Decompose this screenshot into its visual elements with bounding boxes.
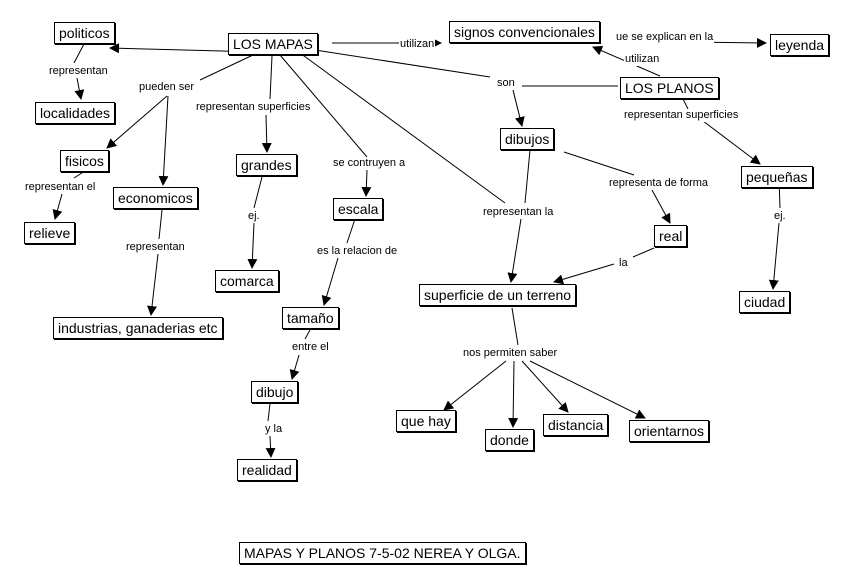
link-label-entre-el: entre el <box>291 341 330 354</box>
node-superficie-terreno: superficie de un terreno <box>419 284 577 306</box>
connector-line <box>632 247 655 258</box>
connector-arrow <box>52 193 63 220</box>
connector-arrow <box>443 360 507 411</box>
link-label-se-contruyen: se contruyen a <box>332 157 407 170</box>
link-label-representan-superficies-mapas: representan superficies <box>195 101 312 114</box>
node-distancia: distancia <box>543 414 609 436</box>
node-industrias: industrias, ganaderias etc <box>53 317 223 339</box>
node-leyenda: leyenda <box>770 34 830 56</box>
node-los-planos: LOS PLANOS <box>620 77 719 99</box>
link-label-representan-economicos: representan <box>125 241 186 254</box>
connector-line <box>269 55 273 100</box>
link-label-ej-grandes: ej. <box>247 210 261 223</box>
connector-line <box>524 149 531 204</box>
node-localidades: localidades <box>35 102 116 124</box>
node-signos-convencionales: signos convencionales <box>449 21 600 43</box>
node-comarca: comarca <box>215 270 279 292</box>
link-label-representa-de-forma: representa de forma <box>608 177 710 190</box>
node-dibujos: dibujos <box>500 128 555 150</box>
connector-line <box>199 54 254 81</box>
node-realidad: realidad <box>237 459 297 481</box>
node-economicos: economicos <box>113 187 198 209</box>
connector-arrow <box>158 95 169 186</box>
connector-arrow <box>289 354 300 380</box>
connector-line <box>253 176 263 209</box>
connector-arrow <box>261 114 272 153</box>
connector-arrow <box>512 89 525 127</box>
connector-arrow <box>508 360 519 428</box>
connector-line <box>73 170 86 179</box>
link-label-representan-la: representan la <box>482 206 555 219</box>
link-label-la: la <box>618 257 629 270</box>
connector-arrow <box>651 189 671 224</box>
link-label-representan-superficies-planos: representan superficies <box>623 109 740 122</box>
link-label-pueden-ser: pueden ser <box>138 81 196 94</box>
connector-line <box>267 403 271 422</box>
node-escala: escala <box>333 198 384 220</box>
node-los-mapas: LOS MAPAS <box>228 33 318 55</box>
connector-arrow <box>702 120 761 165</box>
node-dibujo: dibujo <box>251 381 299 403</box>
connector-arrow <box>361 169 372 197</box>
node-ciudad: ciudad <box>739 291 791 313</box>
node-relieve: relieve <box>24 222 76 244</box>
connector-line <box>301 47 491 78</box>
link-label-nos-permiten-saber: nos permiten saber <box>462 347 559 360</box>
node-tamano: tamaño <box>282 307 339 329</box>
node-que-hay: que hay <box>396 410 456 432</box>
connector-arrow <box>106 95 168 149</box>
link-label-ej-pequenas: ej. <box>773 210 787 223</box>
link-label-es-la-relacion: es la relacion de <box>316 245 399 258</box>
connector-arrow <box>507 218 522 283</box>
node-orientarnos: orientarnos <box>629 420 710 442</box>
connector-line <box>681 96 689 110</box>
link-label-se-explican: ue se explican en la <box>615 31 715 44</box>
link-label-son: son <box>496 77 516 90</box>
node-politicos: politicos <box>54 22 115 44</box>
link-label-utilizan: utilizan <box>399 38 436 51</box>
connector-arrow <box>529 360 646 419</box>
connector-line <box>511 307 519 346</box>
node-real: real <box>654 225 688 247</box>
node-pequenas: pequeñas <box>741 166 813 188</box>
connector-arrow <box>521 360 569 413</box>
connector-arrow <box>553 263 615 285</box>
connector-arrow <box>321 257 339 306</box>
connector-arrow <box>147 253 159 316</box>
connector-line <box>563 151 635 176</box>
connector-arrow <box>265 435 276 458</box>
connector-line <box>279 54 368 158</box>
link-label-utilizan-planos: utilizan <box>624 53 661 66</box>
connector-line <box>158 209 163 240</box>
link-label-y-la: y la <box>264 423 284 436</box>
link-label-representan-politicos: representan <box>48 65 109 78</box>
connector-line <box>346 218 356 244</box>
node-grandes: grandes <box>236 154 297 176</box>
node-fisicos: fisicos <box>60 150 109 172</box>
connector-line <box>299 52 506 204</box>
link-label-representan-el: representan el <box>24 181 97 194</box>
connector-arrow <box>768 222 780 290</box>
connector-arrow <box>74 77 85 100</box>
connector-line <box>73 43 85 64</box>
footer-title: MAPAS Y PLANOS 7-5-02 NEREA Y OLGA. <box>239 542 526 564</box>
connector-arrow <box>247 222 258 269</box>
connector-line <box>304 329 311 340</box>
node-donde: donde <box>485 429 534 451</box>
